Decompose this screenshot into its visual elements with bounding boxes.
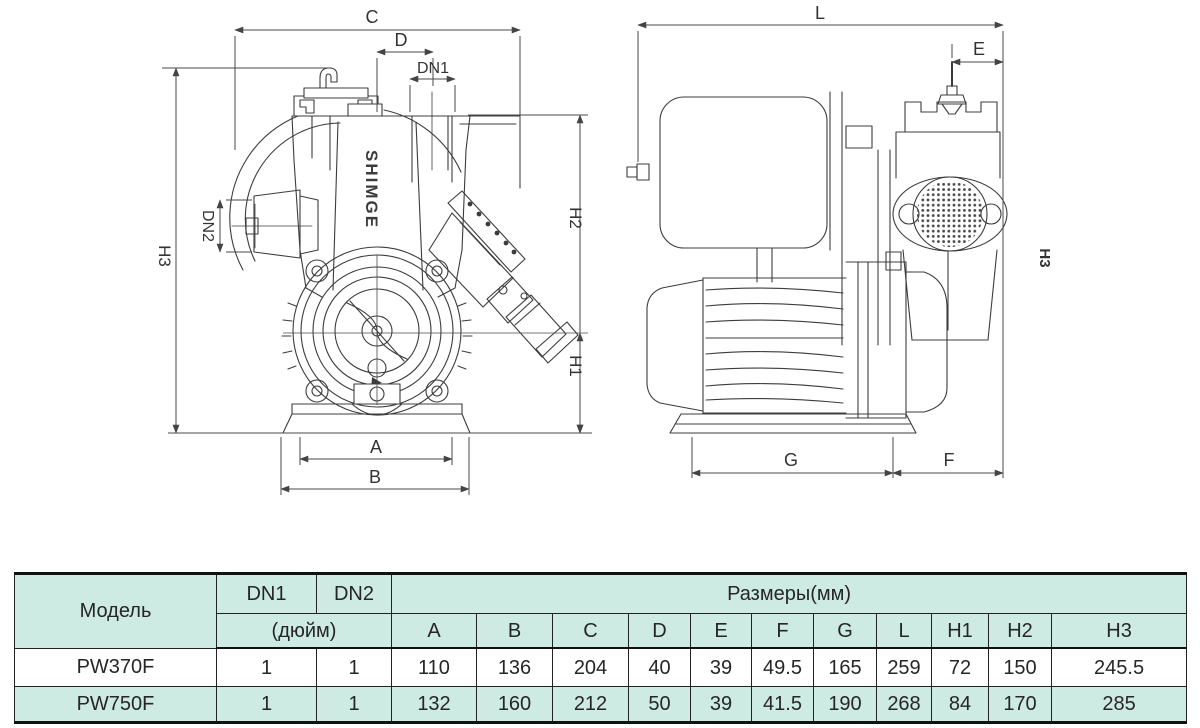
dim-label-l: L bbox=[815, 3, 825, 23]
column-header-model: Модель bbox=[14, 573, 217, 649]
cell-b: 136 bbox=[476, 647, 553, 687]
technical-drawings: C D DN1 DN2 H3 H2 H1 A B L E G F H3 SHIM… bbox=[155, 3, 1053, 495]
column-header-c: C bbox=[552, 613, 629, 649]
column-header-h1: H1 bbox=[931, 613, 989, 649]
dim-label-h3-left: H3 bbox=[155, 245, 174, 267]
cell-dn2: 1 bbox=[316, 686, 392, 723]
dimensions-table: Модель DN1 DN2 Размеры(мм) (дюйм) A B C … bbox=[14, 572, 1188, 724]
dimension-labels: C D DN1 DN2 H3 H2 H1 A B L E G F H3 SHIM… bbox=[155, 3, 1053, 487]
cell-f: 49.5 bbox=[751, 647, 814, 687]
column-header-inch: (дюйм) bbox=[216, 613, 392, 649]
cell-d: 50 bbox=[628, 686, 691, 723]
cell-b: 160 bbox=[476, 686, 553, 723]
column-header-e: E bbox=[690, 613, 752, 649]
column-header-g: G bbox=[813, 613, 877, 649]
column-header-dn2: DN2 bbox=[316, 573, 392, 614]
column-header-dn1: DN1 bbox=[216, 573, 317, 614]
cell-l: 259 bbox=[876, 647, 932, 687]
dim-label-h2: H2 bbox=[566, 207, 585, 229]
cell-model: PW750F bbox=[14, 686, 217, 723]
cell-f: 41.5 bbox=[751, 686, 814, 723]
cell-d: 40 bbox=[628, 647, 691, 687]
cell-h3: 245.5 bbox=[1050, 647, 1188, 687]
pump-side-view-art bbox=[626, 61, 1008, 434]
cell-g: 190 bbox=[813, 686, 877, 723]
cell-dn1: 1 bbox=[216, 647, 317, 687]
cell-dn1: 1 bbox=[216, 686, 317, 723]
column-header-h3: H3 bbox=[1050, 613, 1188, 649]
cell-a: 110 bbox=[391, 647, 477, 687]
brand-logo-text: SHIMGE bbox=[362, 150, 381, 229]
cell-g: 165 bbox=[813, 647, 877, 687]
table-header-row-1: Модель DN1 DN2 Размеры(мм) bbox=[14, 573, 1188, 649]
dim-label-h3-right: H3 bbox=[1036, 248, 1053, 267]
dim-label-d: D bbox=[395, 30, 408, 50]
cell-l: 268 bbox=[876, 686, 932, 723]
cell-dn2: 1 bbox=[316, 647, 392, 687]
dim-label-b: B bbox=[369, 467, 381, 487]
cell-c: 212 bbox=[552, 686, 629, 723]
column-header-a: A bbox=[391, 613, 477, 649]
cell-model: PW370F bbox=[14, 647, 217, 687]
dim-label-h1: H1 bbox=[566, 355, 585, 377]
pump-dimension-drawing: C D DN1 DN2 H3 H2 H1 A B L E G F H3 SHIM… bbox=[155, 3, 1053, 495]
column-header-b: B bbox=[476, 613, 553, 649]
cell-h1: 72 bbox=[931, 647, 989, 687]
dimension-lines bbox=[162, 21, 1004, 495]
cell-e: 39 bbox=[690, 686, 752, 723]
cell-h3: 285 bbox=[1050, 686, 1188, 723]
cell-h2: 170 bbox=[988, 686, 1052, 723]
dim-label-dn1: DN1 bbox=[417, 60, 449, 77]
column-group-header-dimensions: Размеры(мм) bbox=[390, 573, 1188, 614]
table-header-row-2: (дюйм) A B C D E F G L H1 H2 H3 bbox=[15, 613, 1188, 649]
dim-label-c: C bbox=[366, 7, 379, 27]
dim-label-e: E bbox=[973, 39, 985, 59]
cell-c: 204 bbox=[552, 647, 629, 687]
cell-h1: 84 bbox=[931, 686, 989, 723]
cell-a: 132 bbox=[391, 686, 477, 723]
column-header-f: F bbox=[751, 613, 814, 649]
table-row-pw750f: PW750F 1 1 132 160 212 50 39 41.5 190 26… bbox=[14, 686, 1188, 723]
column-header-l: L bbox=[876, 613, 932, 649]
dim-label-a: A bbox=[370, 437, 382, 457]
dim-label-f: F bbox=[944, 450, 955, 470]
cell-e: 39 bbox=[690, 647, 752, 687]
column-header-d: D bbox=[628, 613, 691, 649]
dim-label-g: G bbox=[784, 450, 798, 470]
column-header-h2: H2 bbox=[988, 613, 1052, 649]
cell-h2: 150 bbox=[988, 647, 1052, 687]
table-row-pw370f: PW370F 1 1 110 136 204 40 39 49.5 165 25… bbox=[14, 647, 1188, 687]
pump-front-view-art bbox=[229, 67, 579, 434]
dim-label-dn2: DN2 bbox=[199, 210, 216, 242]
